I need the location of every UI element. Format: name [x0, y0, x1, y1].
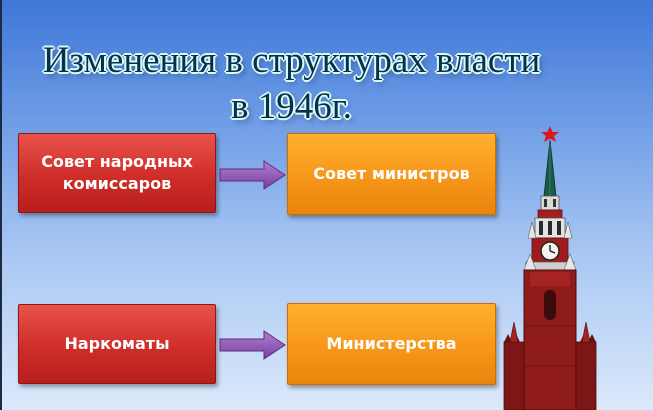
right-arrow-icon: [219, 330, 286, 360]
ministries-box: Министерства: [287, 303, 496, 385]
kremlin-tower-icon: [503, 126, 597, 410]
slide-title: Изменения в структурах власти в 1946г.: [0, 38, 583, 130]
council-of-ministers-box: Совет министров: [287, 133, 496, 215]
council-of-ministers-label: Совет министров: [313, 164, 470, 183]
title-line-2: в 1946г.: [231, 86, 352, 127]
tower-star: [541, 126, 559, 142]
left-edge-line: [0, 0, 2, 410]
narkomats-label: Наркоматы: [64, 334, 170, 353]
ministries-label: Министерства: [326, 334, 457, 353]
sovnarkom-label: Совет народных комиссаров: [41, 152, 193, 193]
narkomats-box: Наркоматы: [18, 304, 216, 384]
right-arrow-icon: [219, 160, 286, 190]
sovnarkom-box: Совет народных комиссаров: [18, 133, 216, 213]
title-line-1: Изменения в структурах власти: [42, 40, 541, 81]
